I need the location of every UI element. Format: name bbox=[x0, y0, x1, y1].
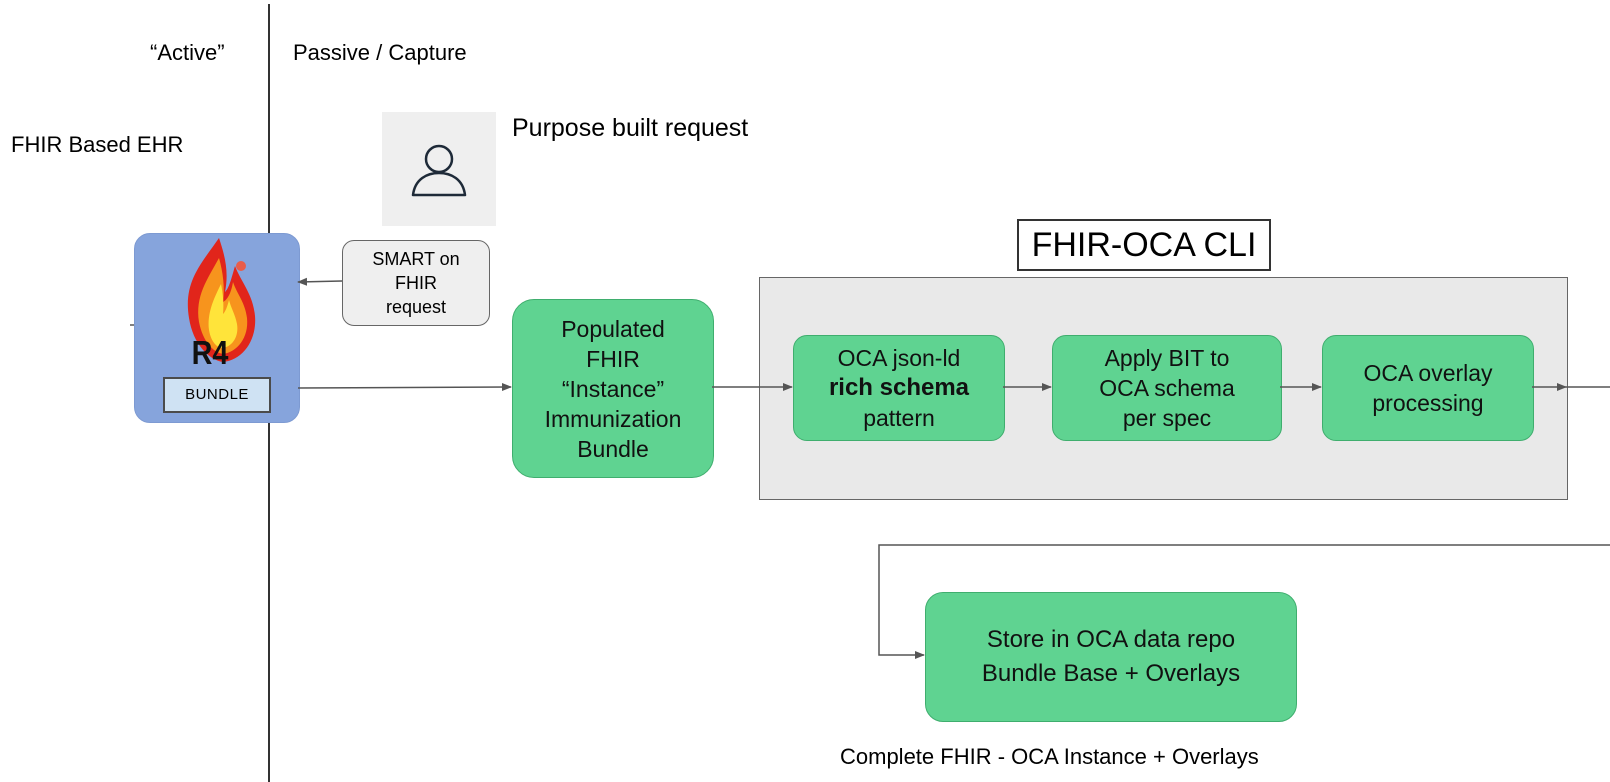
store-oca-data-repo-box: Store in OCA data repo Bundle Base + Ove… bbox=[925, 592, 1297, 722]
populated-line-2: FHIR bbox=[586, 345, 640, 372]
overlay-line-2: processing bbox=[1372, 390, 1484, 416]
apply-bit-line-3: per spec bbox=[1122, 405, 1212, 431]
smart-line-1: SMART on bbox=[372, 249, 460, 269]
complete-fhir-oca-label: Complete FHIR - OCA Instance + Overlays bbox=[840, 744, 1259, 769]
bundle-label: BUNDLE bbox=[163, 377, 271, 413]
store-line-1: Store in OCA data repo bbox=[986, 626, 1236, 653]
passive-capture-label: Passive / Capture bbox=[293, 40, 467, 65]
smart-line-3: request bbox=[385, 297, 447, 317]
json-ld-line-3: pattern bbox=[863, 405, 935, 431]
populated-line-5: Bundle bbox=[577, 435, 649, 462]
populated-line-4: Immunization bbox=[544, 405, 682, 432]
apply-bit-line-2: OCA schema bbox=[1099, 375, 1235, 401]
fhir-r4-logo: R4 BUNDLE bbox=[134, 233, 300, 423]
store-line-2: Bundle Base + Overlays bbox=[981, 660, 1241, 687]
user-box bbox=[382, 112, 496, 226]
json-ld-line-2: rich schema bbox=[828, 374, 970, 401]
oca-json-ld-box: OCA json-ld rich schema pattern bbox=[793, 335, 1005, 441]
arrow-ehr-to-populated bbox=[297, 383, 512, 392]
populated-line-1: Populated bbox=[561, 315, 665, 342]
fhir-ehr-label: FHIR Based EHR bbox=[11, 132, 184, 157]
arrow-return-to-store bbox=[878, 544, 1610, 659]
overlay-line-1: OCA overlay bbox=[1363, 360, 1493, 386]
smart-on-fhir-request-box: SMART on FHIR request bbox=[342, 240, 490, 326]
json-ld-line-1: OCA json-ld bbox=[837, 345, 961, 371]
purpose-built-request-label: Purpose built request bbox=[512, 114, 749, 142]
oca-overlay-processing-box: OCA overlay processing bbox=[1322, 335, 1534, 441]
r4-logo-text: R4 bbox=[192, 334, 229, 368]
apply-bit-line-1: Apply BIT to bbox=[1104, 345, 1230, 371]
arrow-smart-to-ehr bbox=[297, 277, 343, 286]
populated-fhir-instance-box: Populated FHIR “Instance” Immunization B… bbox=[512, 299, 714, 478]
user-icon bbox=[411, 144, 467, 197]
smart-line-2: FHIR bbox=[395, 273, 437, 293]
apply-bit-box: Apply BIT to OCA schema per spec bbox=[1052, 335, 1282, 441]
populated-line-3: “Instance” bbox=[561, 375, 665, 402]
active-label: “Active” bbox=[150, 40, 225, 65]
fhir-oca-cli-title: FHIR-OCA CLI bbox=[1017, 219, 1271, 271]
fhir-flame-logo: R4 bbox=[187, 238, 256, 368]
